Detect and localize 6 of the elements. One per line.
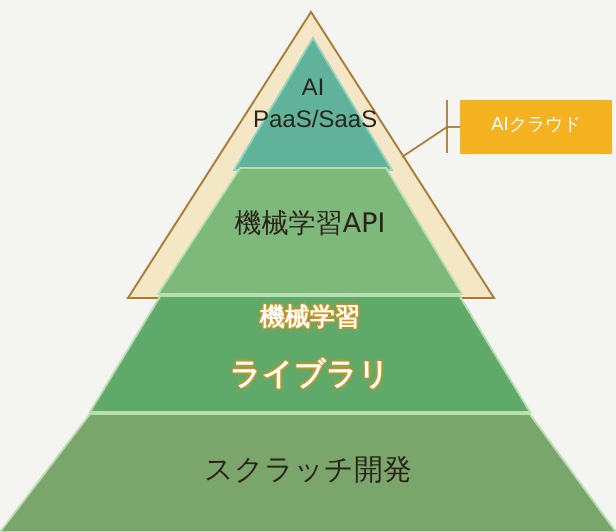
tier-label: 機械学習 xyxy=(260,301,360,333)
tier-label: スクラッチ開発 xyxy=(204,451,412,488)
tier-label: ライブラリ xyxy=(230,355,390,394)
callout-box: AIクラウド xyxy=(460,100,612,154)
tier-label: 機械学習API xyxy=(234,207,386,241)
leader-line xyxy=(401,99,461,158)
